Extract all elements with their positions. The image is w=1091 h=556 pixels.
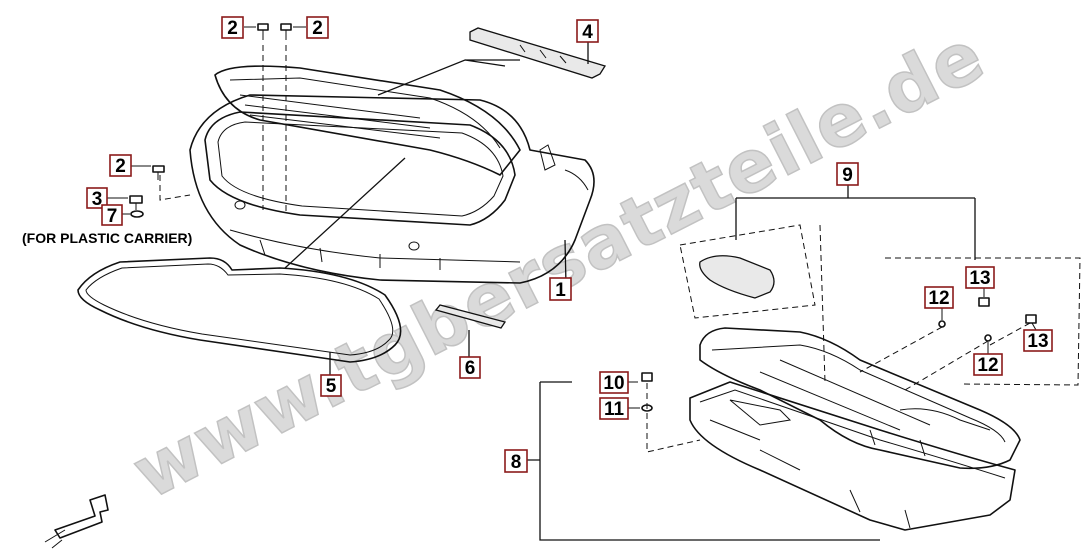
callout-5: 5 (320, 374, 342, 397)
callout-12b: 12 (973, 353, 1003, 376)
callout-10: 10 (599, 371, 629, 394)
clip-13a (978, 297, 990, 307)
callout-9: 9 (836, 162, 859, 186)
callout-4: 4 (576, 19, 599, 43)
callout-2a: 2 (221, 16, 244, 39)
svg-text:8: 8 (511, 452, 522, 473)
svg-text:3: 3 (92, 189, 103, 210)
washer-left (130, 210, 144, 218)
clip-13b (1025, 314, 1037, 324)
svg-text:13: 13 (1027, 331, 1048, 352)
plastic-carrier-note: (FOR PLASTIC CARRIER) (22, 230, 192, 246)
rear-carrier-assembly (189, 65, 595, 284)
callout-1: 1 (549, 277, 572, 301)
bolt-top-right (280, 23, 292, 40)
stop-lamp-bracket (469, 27, 607, 79)
callout-12a: 12 (924, 286, 954, 309)
callout-8: 8 (504, 449, 528, 473)
svg-text:2: 2 (312, 18, 323, 39)
callout-7: 7 (101, 204, 123, 227)
svg-text:12: 12 (928, 288, 949, 309)
callout-2c: 2 (109, 154, 132, 177)
pad (699, 255, 775, 299)
svg-text:13: 13 (969, 268, 990, 289)
svg-text:7: 7 (107, 206, 118, 227)
svg-text:12: 12 (977, 355, 998, 376)
callout-6: 6 (459, 356, 481, 379)
callout-13a: 13 (965, 266, 995, 289)
front-arrow-icon (44, 494, 109, 549)
storage-box (689, 327, 1021, 531)
svg-text:9: 9 (842, 165, 853, 186)
bolt-left (152, 165, 165, 180)
svg-text:1: 1 (555, 280, 566, 301)
svg-text:2: 2 (227, 18, 238, 39)
callout-3: 3 (86, 187, 108, 210)
bolt-top-left (257, 23, 269, 40)
svg-text:4: 4 (582, 22, 593, 43)
svg-text:11: 11 (604, 399, 625, 420)
rivet-10 (641, 372, 653, 382)
callout-13b: 13 (1023, 329, 1053, 352)
callout-11: 11 (599, 397, 629, 420)
svg-text:6: 6 (465, 358, 476, 379)
grommet-12a (938, 320, 946, 328)
svg-text:5: 5 (326, 376, 337, 397)
grommet-12b (984, 334, 992, 342)
svg-text:10: 10 (603, 373, 624, 394)
nut-left (129, 195, 143, 210)
seal (77, 257, 402, 363)
trim-strip (434, 304, 507, 329)
svg-text:2: 2 (115, 156, 126, 177)
callout-2b: 2 (306, 16, 329, 39)
